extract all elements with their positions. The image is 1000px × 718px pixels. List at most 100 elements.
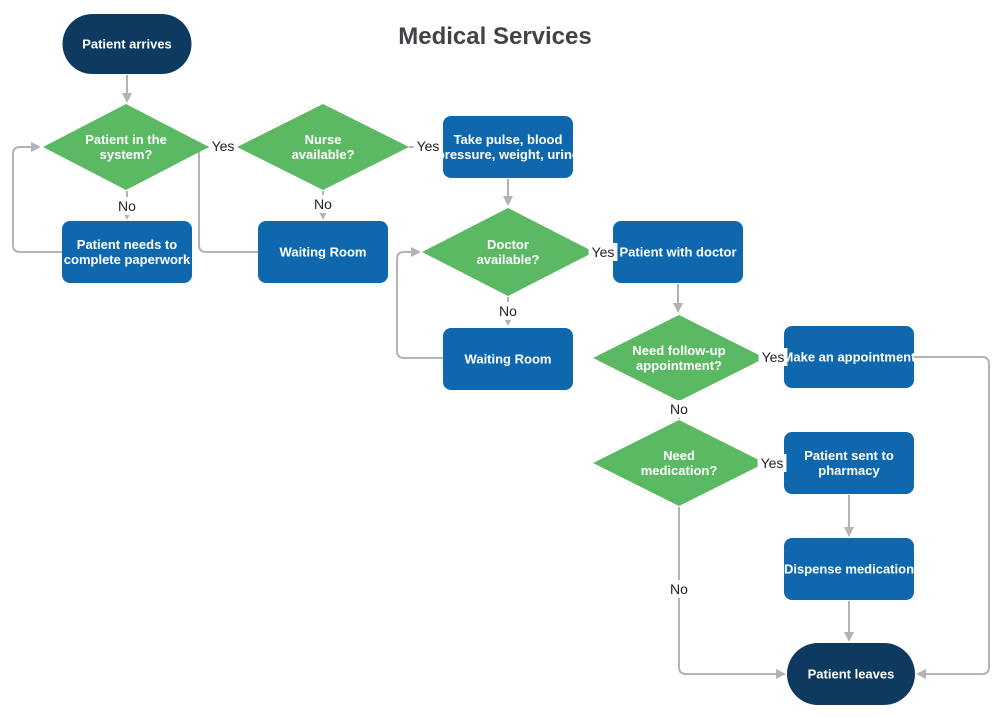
- terminator-shape: [62, 14, 192, 74]
- edge-label-text: Yes: [212, 138, 235, 154]
- decision-diamond-shape: [43, 104, 209, 190]
- arrowhead-icon: [411, 247, 421, 257]
- arrowhead-icon: [844, 632, 854, 642]
- edge-label-bg: [588, 243, 618, 261]
- arrowhead-icon: [673, 303, 683, 313]
- edge-label-text: Yes: [762, 349, 785, 365]
- connector-line: [914, 356, 990, 675]
- edge-label-text: No: [670, 401, 688, 417]
- decision-diamond-shape: [593, 420, 765, 506]
- node-label: Waiting Room: [465, 352, 552, 367]
- process-rect-shape: [258, 221, 388, 283]
- process-rect-shape: [613, 221, 743, 283]
- node-make-appointment: Make an appointment: [783, 326, 917, 388]
- edge-waiting1-loop: [198, 146, 258, 253]
- decision-diamond-shape: [422, 208, 594, 296]
- edge-arrives-to-insystem: [122, 75, 132, 103]
- edge-label-text: No: [314, 196, 332, 212]
- node-patient-with-doctor: Patient with doctor: [613, 221, 743, 283]
- node-patient-arrives: Patient arrives: [62, 14, 192, 74]
- edge-label-bg: [667, 580, 692, 598]
- process-rect-shape: [784, 432, 914, 494]
- edge-label-bg: [667, 400, 692, 418]
- edge-label-insystem-yes: Yes: [208, 137, 238, 155]
- edge-label-followup-yes: Yes: [758, 348, 788, 366]
- node-label: Waiting Room: [280, 245, 367, 260]
- edge-label-bg: [758, 348, 788, 366]
- edge-label-insystem-no: No: [115, 197, 140, 215]
- process-rect-shape: [784, 538, 914, 600]
- edge-dispense-to-leaves: [844, 601, 854, 642]
- decision-diamond-shape: [593, 315, 765, 401]
- arrowhead-icon: [776, 669, 786, 679]
- edge-label-text: No: [670, 581, 688, 597]
- edge-label-text: Yes: [761, 455, 784, 471]
- diagram-title: Medical Services: [398, 23, 591, 50]
- connector-line: [396, 251, 443, 359]
- edge-label-bg: [757, 454, 787, 472]
- node-waiting-room-2: Waiting Room: [443, 328, 573, 390]
- node-label: Make an appointment: [783, 350, 917, 365]
- edge-label-medication-yes: Yes: [757, 454, 787, 472]
- connector-line: [678, 507, 778, 675]
- edge-label-bg: [311, 195, 336, 213]
- node-label: Patient arrives: [82, 37, 172, 52]
- edge-label-nurse-no: No: [311, 195, 336, 213]
- arrowhead-icon: [844, 527, 854, 537]
- edge-label-bg: [115, 197, 140, 215]
- edge-label-text: Yes: [592, 244, 615, 260]
- node-label: Dispense medication: [784, 562, 914, 577]
- arrowhead-icon: [503, 196, 513, 206]
- node-label: Patient with doctor: [620, 245, 737, 260]
- edge-label-text: Yes: [417, 138, 440, 154]
- edge-paperwork-loop: [12, 142, 62, 253]
- node-dispense-medication: Dispense medication: [784, 538, 914, 600]
- edge-appointment-to-leaves: [914, 356, 990, 679]
- edge-label-bg: [496, 302, 521, 320]
- node-label: Patient leaves: [808, 667, 895, 682]
- edge-label-bg: [413, 137, 443, 155]
- arrowhead-icon: [122, 93, 132, 103]
- process-rect-shape: [784, 326, 914, 388]
- process-rect-shape: [443, 328, 573, 390]
- edge-withdoctor-down: [673, 284, 683, 313]
- edge-label-text: No: [118, 198, 136, 214]
- terminator-shape: [787, 643, 915, 705]
- edge-medication-no: [678, 507, 786, 679]
- edge-pulse-to-doctor: [503, 179, 513, 206]
- edge-waiting2-loop: [396, 247, 443, 359]
- edge-label-followup-no: No: [667, 400, 692, 418]
- edge-label-text: No: [499, 303, 517, 319]
- edge-label-medication-no: No: [667, 580, 692, 598]
- edge-label-nurse-yes: Yes: [413, 137, 443, 155]
- edge-label-bg: [208, 137, 238, 155]
- process-rect-shape: [62, 221, 192, 283]
- node-waiting-room-1: Waiting Room: [258, 221, 388, 283]
- edge-pharmacy-to-dispense: [844, 495, 854, 537]
- arrowhead-icon: [916, 669, 926, 679]
- decision-diamond-shape: [237, 104, 409, 190]
- connector-line: [12, 146, 62, 253]
- edge-label-doctor-yes: Yes: [588, 243, 618, 261]
- process-rect-shape: [443, 116, 573, 178]
